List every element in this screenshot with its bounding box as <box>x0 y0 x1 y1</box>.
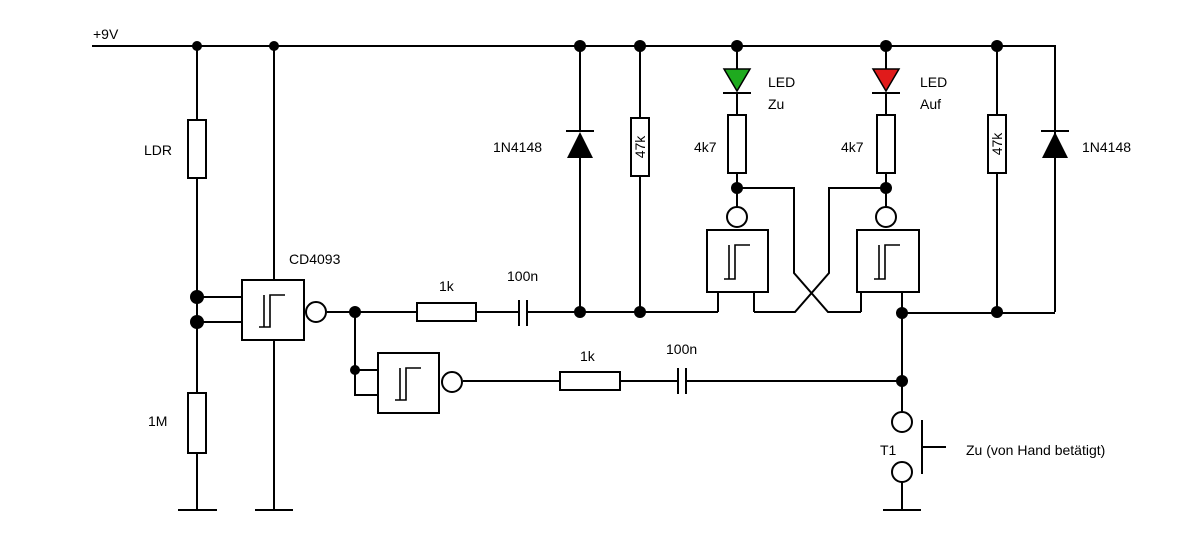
led-green <box>722 68 752 94</box>
schmitt-gate-1 <box>241 279 327 341</box>
push-button-t1 <box>891 411 946 483</box>
diode-1n4148-left <box>566 130 594 158</box>
label-100n-top: 100n <box>507 268 538 284</box>
label-button-note: Zu (von Hand betätigt) <box>966 442 1105 458</box>
label-supply: +9V <box>93 26 119 42</box>
label-47k-right: 47k <box>989 132 1005 156</box>
resistor-1m <box>187 392 207 454</box>
label-button: T1 <box>880 442 897 458</box>
schmitt-gate-4 <box>856 206 920 312</box>
junctions <box>190 40 1003 387</box>
capacitor-100n-bottom <box>677 368 687 394</box>
schmitt-gate-2 <box>377 352 463 414</box>
resistor-4k7-right <box>876 114 896 174</box>
wires <box>92 45 1056 511</box>
label-47k-left: 47k <box>632 135 648 159</box>
label-led-red-line1: LED <box>920 74 947 90</box>
label-diode-left: 1N4148 <box>493 139 542 155</box>
resistor-47k-right <box>987 114 1007 174</box>
led-red <box>871 68 901 94</box>
label-1k-bottom: 1k <box>580 348 596 364</box>
label-led-green-line2: Zu <box>768 96 784 112</box>
resistor-1k-bottom <box>559 371 621 391</box>
label-ldr: LDR <box>144 142 172 158</box>
resistor-1k-top <box>416 302 477 322</box>
schmitt-gate-3 <box>706 206 769 312</box>
label-100n-bottom: 100n <box>666 341 697 357</box>
label-led-green-line1: LED <box>768 74 795 90</box>
label-ic: CD4093 <box>289 251 341 267</box>
label-1k-top: 1k <box>439 278 455 294</box>
ldr-resistor <box>187 119 207 179</box>
label-led-red-line2: Auf <box>920 96 941 112</box>
diode-1n4148-right <box>1041 130 1069 158</box>
resistor-4k7-left <box>727 114 747 174</box>
resistor-47k-left <box>630 117 650 177</box>
label-4k7-right: 4k7 <box>841 139 864 155</box>
capacitor-100n-top <box>518 300 528 326</box>
label-diode-right: 1N4148 <box>1082 139 1131 155</box>
label-4k7-left: 4k7 <box>694 139 717 155</box>
label-1m: 1M <box>148 413 167 429</box>
